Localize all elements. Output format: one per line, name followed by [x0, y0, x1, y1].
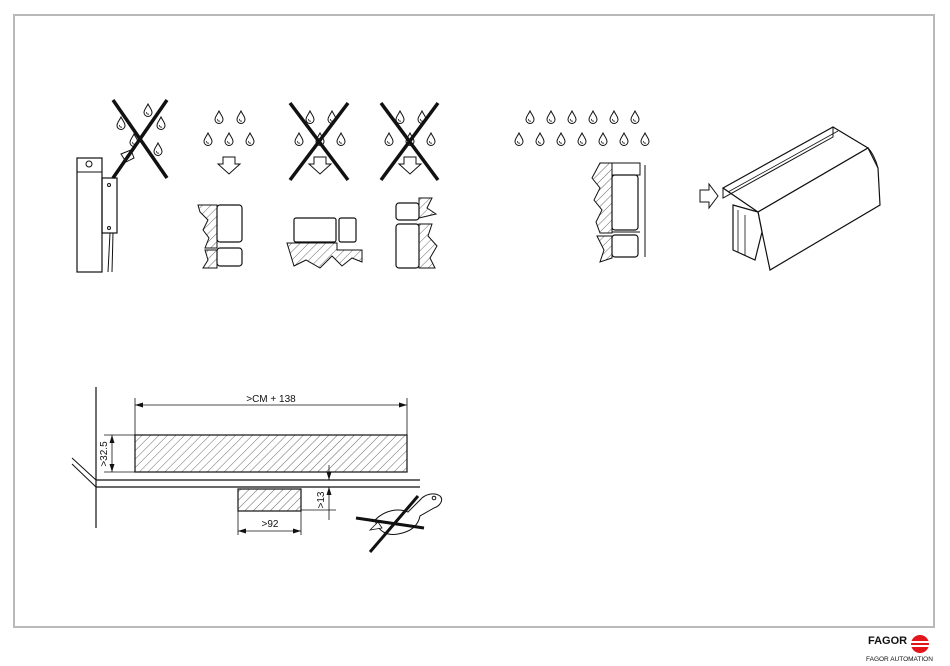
height-dimension-label: >32.5 [99, 441, 110, 467]
water-drop-icon [557, 133, 565, 146]
water-drop-icon [385, 133, 393, 146]
water-drop-icon [237, 111, 245, 124]
water-drop-icon [396, 111, 404, 124]
panel-head-above-wrong [381, 103, 438, 268]
fagor-logo-icon [909, 634, 931, 654]
right-arrow-icon [700, 184, 718, 208]
water-drop-icon [526, 111, 534, 124]
water-drop-icon [536, 133, 544, 146]
panel-protected-mount [515, 111, 649, 262]
brand-subtitle: FAGOR AUTOMATION [866, 656, 933, 663]
dimension-drawing: >CM + 138 >32.5 >13 >92 [72, 387, 420, 535]
down-arrow-icon [309, 157, 331, 174]
water-drop-icon [620, 133, 628, 146]
water-drop-icon [599, 133, 607, 146]
water-drop-icon [117, 117, 125, 130]
water-drop-icon [295, 133, 303, 146]
water-drop-icon [610, 111, 618, 124]
water-drop-icon [204, 133, 212, 146]
down-arrow-icon [218, 157, 240, 174]
water-drop-icon [547, 111, 555, 124]
scale-body-section [135, 435, 407, 472]
water-drop-icon [568, 111, 576, 124]
water-drop-icon [157, 117, 165, 130]
water-drop-icon [246, 133, 254, 146]
paint-brush-icon [370, 494, 442, 535]
water-drop-icon [337, 133, 345, 146]
panel-vertical-mount-wrong [77, 100, 167, 272]
water-drop-icon [641, 133, 649, 146]
gap-dimension-label: >13 [316, 491, 327, 508]
panel-protective-cover [700, 127, 880, 270]
water-drop-icon [578, 133, 586, 146]
panel-head-below-correct [198, 111, 254, 268]
water-drop-icon [515, 133, 523, 146]
water-drop-icon [306, 111, 314, 124]
cross-out-icon [113, 100, 167, 178]
water-drop-icon [215, 111, 223, 124]
water-drop-icon [589, 111, 597, 124]
water-drop-icon [631, 111, 639, 124]
water-drop-icon [154, 143, 162, 156]
machine-column [77, 158, 102, 272]
panel-horizontal-wrong [287, 103, 362, 268]
block-dimension-label: >92 [262, 519, 279, 530]
brand-logo: FAGOR FAGOR AUTOMATION [866, 633, 936, 666]
water-drop-icon [225, 133, 233, 146]
width-dimension-label: >CM + 138 [246, 394, 296, 405]
down-arrow-icon [399, 157, 421, 174]
reader-head-section [238, 489, 301, 511]
water-drop-icon [427, 133, 435, 146]
water-drop-icon [144, 104, 152, 117]
brand-name: FAGOR [868, 635, 907, 647]
